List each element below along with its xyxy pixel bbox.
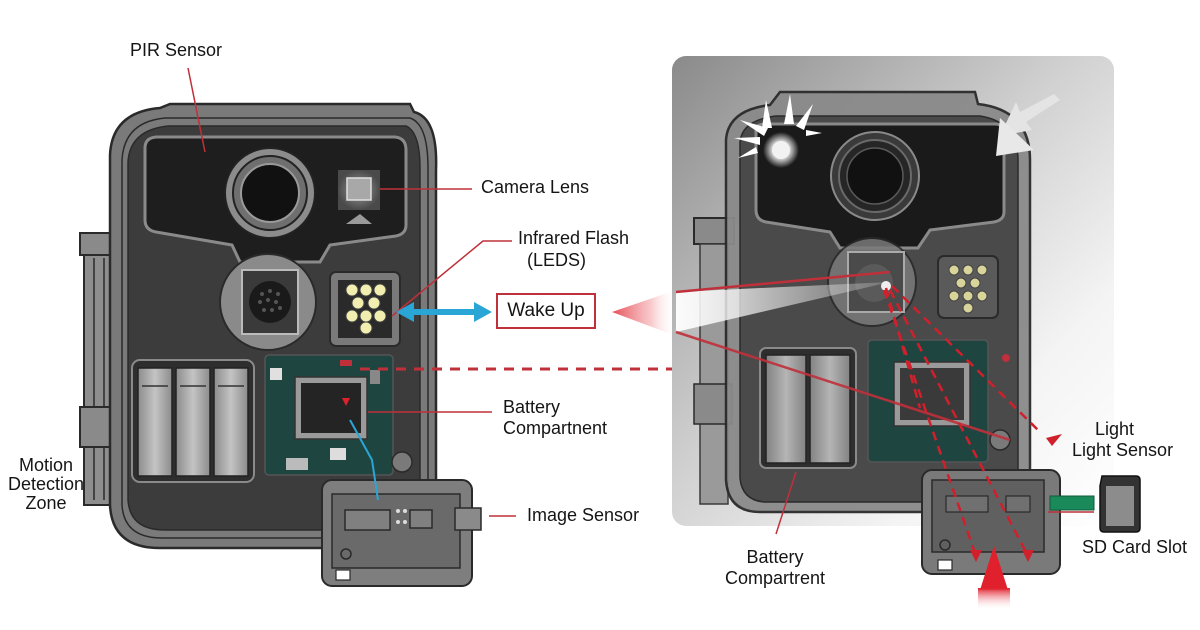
infrared-led-array — [329, 271, 401, 347]
label-motion-1: Motion — [18, 455, 74, 475]
label-battery-left-2: Compartnent — [503, 418, 608, 438]
incoming-light-arrow-icon — [996, 94, 1060, 156]
light-sensor-pointer-icon — [1046, 434, 1062, 446]
double-arrow-icon — [396, 302, 492, 322]
light-wedge — [676, 282, 890, 332]
sd-card-icon — [1099, 475, 1141, 533]
camera-lens — [224, 147, 316, 239]
signal-trace — [349, 419, 379, 501]
label-motion-3: Zone — [25, 493, 67, 513]
label-image-sensor: Image Sensor — [527, 505, 640, 525]
label-light-sensor: Light Sensor — [1072, 440, 1174, 460]
label-camera-lens: Camera Lens — [481, 177, 590, 197]
wake-beam — [612, 290, 676, 336]
label-battery-right-1: Battery — [746, 547, 804, 567]
wake-up-box: Wake Up — [496, 293, 596, 329]
label-infrared-flash-leds: (LEDS) — [527, 250, 587, 270]
signal-paths — [882, 285, 1041, 557]
label-battery-left-1: Battery — [503, 397, 561, 417]
battery-compartment — [131, 359, 255, 483]
sd-contact — [1049, 495, 1095, 511]
label-sd-card-slot: SD Card Slot — [1082, 537, 1188, 557]
label-pir-sensor: PIR Sensor — [130, 40, 223, 60]
pir-leader-line — [187, 67, 206, 153]
flash-leader-line — [391, 240, 512, 317]
label-light: Light — [1095, 419, 1135, 439]
pir-lens-housing — [219, 253, 317, 351]
circuit-board — [264, 354, 413, 476]
output-beam — [980, 546, 1008, 590]
right-battery-leader-line — [775, 471, 797, 535]
label-battery-right-2: Compartrent — [724, 568, 826, 588]
label-motion-2: Detection — [7, 474, 85, 494]
left-camera — [79, 67, 516, 587]
light-sensor-square — [338, 170, 380, 224]
label-infrared-flash: Infrared Flash — [518, 228, 630, 248]
wake-up-label: Wake Up — [507, 300, 585, 321]
sd-door — [321, 479, 482, 587]
sparkle-icon — [734, 94, 822, 158]
